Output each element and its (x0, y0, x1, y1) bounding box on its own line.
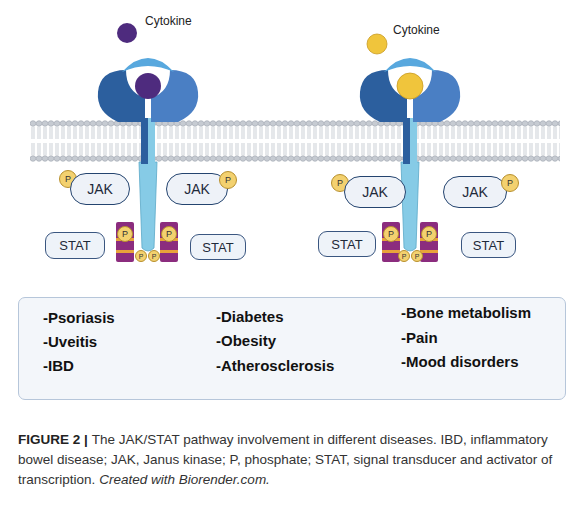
cytokine-ligand (367, 34, 387, 54)
stat-label: STAT (202, 240, 233, 255)
phosphate-circle: P (135, 250, 147, 262)
phosphate-label: P (415, 253, 420, 260)
cytokine-label: Cytokine (145, 14, 192, 28)
phosphate-circle: P (501, 174, 519, 192)
phosphate-circle: P (411, 250, 423, 262)
phosphate-label: P (122, 230, 128, 239)
jak-kinase: JAK (344, 176, 406, 208)
phosphate-circle: P (421, 226, 437, 242)
disease-item: -Bone metabolism (401, 304, 531, 321)
disease-item: -Obesity (216, 332, 276, 349)
stat-label: STAT (59, 238, 90, 253)
phosphate-circle: P (383, 226, 399, 242)
phosphate-circle: P (161, 226, 177, 242)
jak-label: JAK (462, 184, 488, 200)
phosphate-label: P (388, 230, 394, 239)
phosphate-label: P (65, 175, 71, 184)
disease-list-box: -Psoriasis -Uveitis -IBD -Diabetes -Obesity -… (18, 297, 566, 400)
jak-label: JAK (362, 184, 388, 200)
cell-membrane (30, 120, 560, 162)
credit-note: Created with Biorender.com. (99, 472, 270, 487)
jak-kinase: JAK (70, 173, 130, 205)
figure-caption: The JAK/STAT pathway involvement in diff… (18, 432, 552, 487)
stat-protein: STAT (461, 232, 516, 258)
disease-item: -Uveitis (43, 333, 97, 350)
phosphate-circle: P (219, 171, 237, 189)
stat-label: STAT (331, 237, 362, 252)
disease-item: -Pain (401, 329, 438, 346)
disease-item: -Mood disorders (401, 353, 519, 370)
phosphate-circle: P (117, 226, 133, 242)
disease-item: -Diabetes (216, 308, 284, 325)
jak-kinase: JAK (443, 176, 507, 208)
disease-item: -Atherosclerosis (216, 357, 334, 374)
phosphate-label: P (507, 179, 513, 188)
cytokine-label: Cytokine (393, 23, 440, 37)
stat-label: STAT (473, 238, 504, 253)
cytokine-ligand (117, 23, 137, 43)
phosphate-label: P (166, 230, 172, 239)
phosphate-label: P (139, 253, 144, 260)
stat-protein: STAT (190, 234, 246, 260)
phosphate-label: P (337, 179, 343, 188)
disease-item: -IBD (43, 357, 74, 374)
phosphate-label: P (225, 176, 231, 185)
phosphate-label: P (152, 253, 157, 260)
figure-caption-block: FIGURE 2 |The JAK/STAT pathway involveme… (18, 430, 570, 490)
receptor (360, 58, 460, 251)
disease-item: -Psoriasis (43, 309, 115, 326)
figure-number: FIGURE 2 | (18, 432, 88, 447)
receptor (98, 58, 198, 251)
stat-dimer-block (116, 222, 438, 262)
phosphate-label: P (402, 253, 407, 260)
stat-protein: STAT (318, 231, 376, 257)
phosphate-label: P (426, 230, 432, 239)
jak-label: JAK (184, 181, 210, 197)
jak-label: JAK (87, 181, 113, 197)
stat-protein: STAT (45, 232, 105, 259)
phosphate-circle: P (398, 250, 410, 262)
phosphate-circle: P (148, 250, 160, 262)
